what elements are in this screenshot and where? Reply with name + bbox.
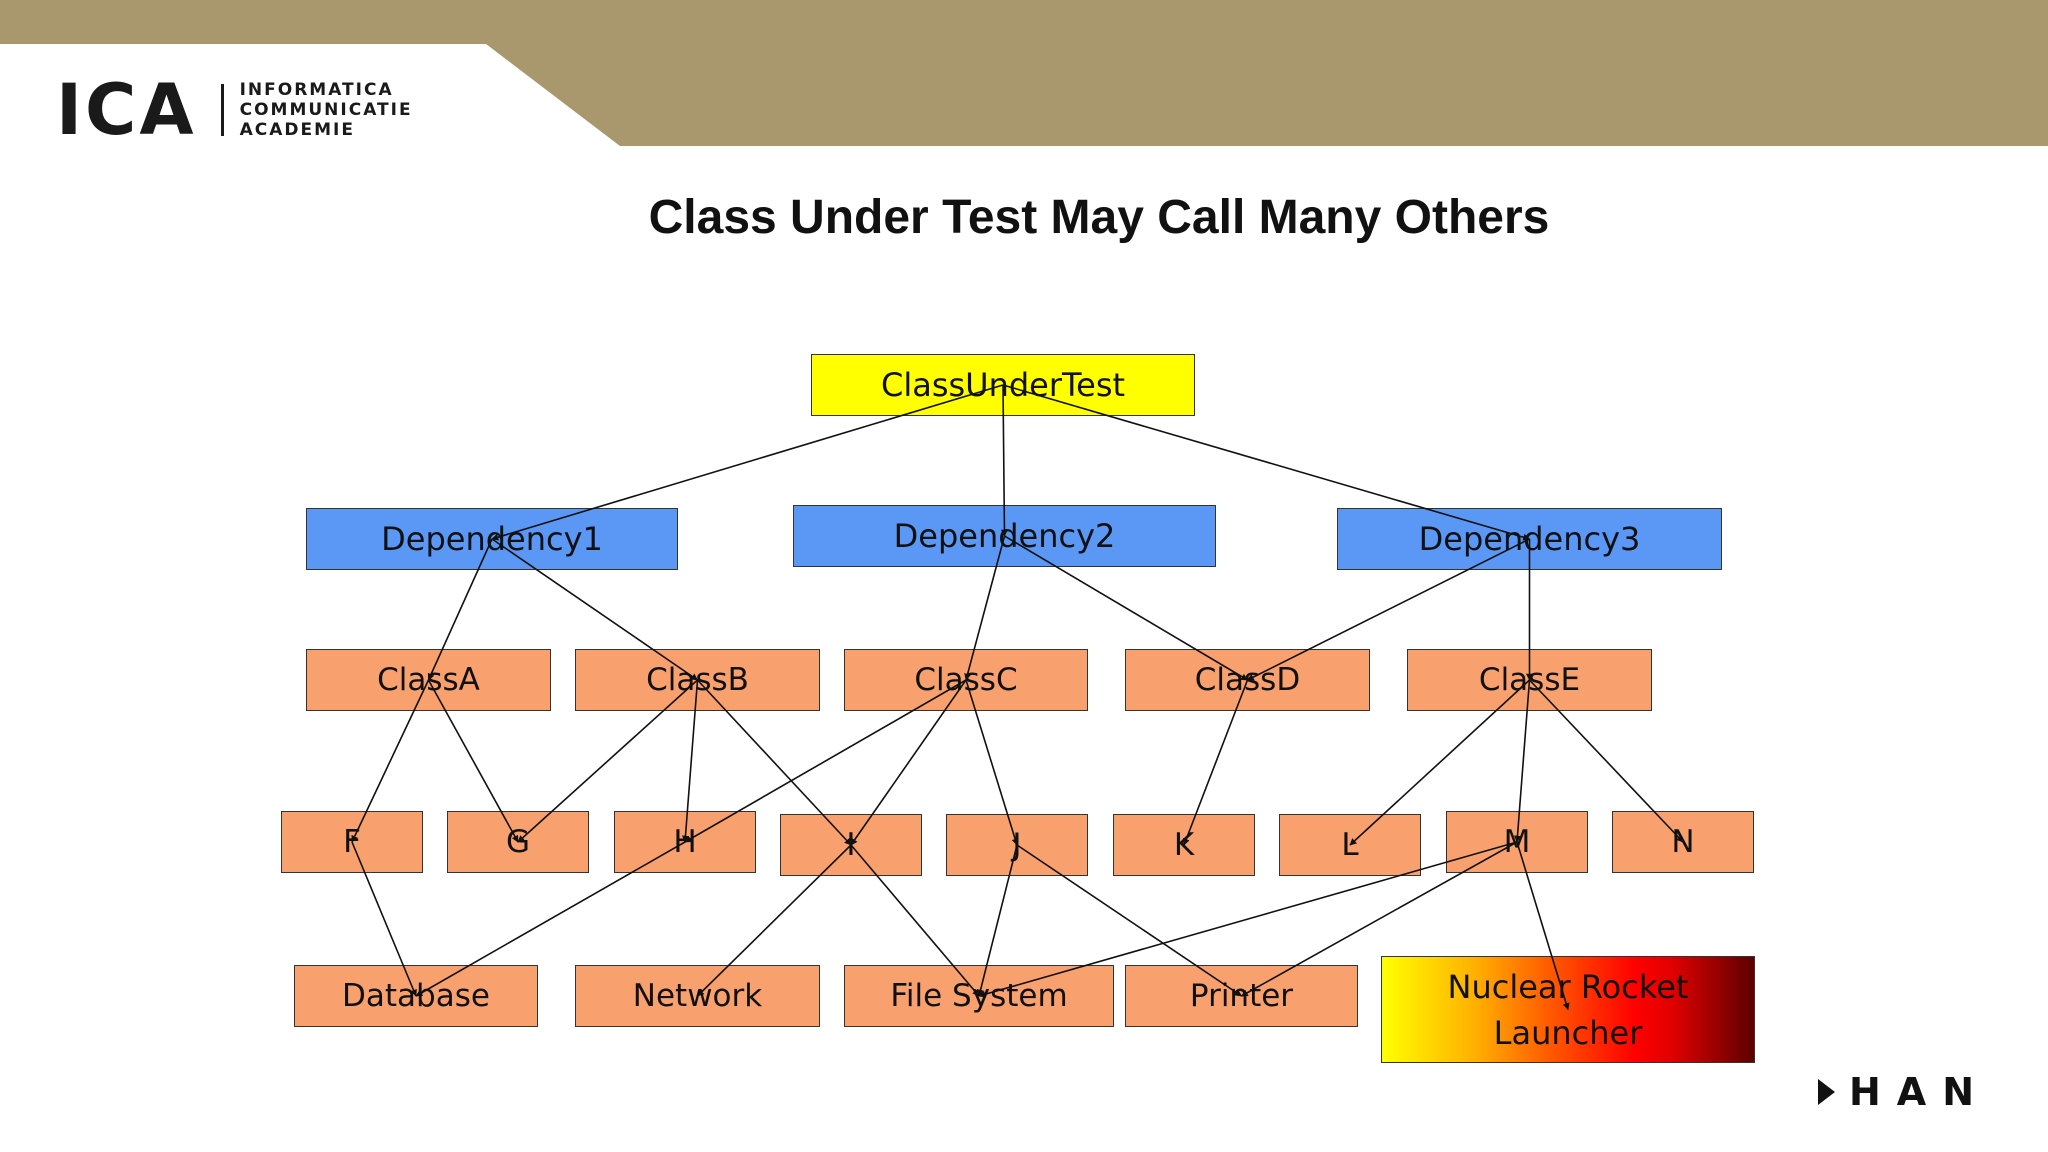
node-k: K xyxy=(1113,814,1255,876)
node-d2: Dependency2 xyxy=(793,505,1216,567)
node-n: N xyxy=(1612,811,1754,873)
han-logo: HAN xyxy=(1817,1070,1990,1114)
node-h: H xyxy=(614,811,756,873)
ica-logo-mark: ICA xyxy=(56,69,197,151)
node-g: G xyxy=(447,811,589,873)
node-nrl: Nuclear Rocket Launcher xyxy=(1381,956,1755,1063)
node-ce: ClassE xyxy=(1407,649,1652,711)
header-band xyxy=(0,0,2048,146)
node-cut: ClassUnderTest xyxy=(811,354,1195,416)
node-fs: File System xyxy=(844,965,1114,1027)
ica-logo-line-2: COMMUNICATIE xyxy=(239,100,413,120)
ica-logo-text: INFORMATICA COMMUNICATIE ACADEMIE xyxy=(240,80,413,140)
ica-logo-line-3: ACADEMIE xyxy=(239,120,355,140)
ica-logo-divider xyxy=(220,84,224,136)
node-ca: ClassA xyxy=(306,649,551,711)
node-d3: Dependency3 xyxy=(1337,508,1722,570)
ica-logo: ICA INFORMATICA COMMUNICATIE ACADEMIE xyxy=(56,74,413,146)
node-pr: Printer xyxy=(1125,965,1358,1027)
node-net: Network xyxy=(575,965,820,1027)
node-l: L xyxy=(1279,814,1421,876)
header-band-shape xyxy=(0,0,2048,146)
node-d1: Dependency1 xyxy=(306,508,678,570)
node-f: F xyxy=(281,811,423,873)
han-arrow-icon xyxy=(1817,1079,1835,1105)
node-cc: ClassC xyxy=(844,649,1088,711)
node-i: I xyxy=(780,814,922,876)
node-j: J xyxy=(946,814,1088,876)
ica-logo-line-1: INFORMATICA xyxy=(239,80,394,100)
slide-title: Class Under Test May Call Many Others xyxy=(648,191,1550,244)
node-cd: ClassD xyxy=(1125,649,1370,711)
node-cb: ClassB xyxy=(575,649,820,711)
node-m: M xyxy=(1446,811,1588,873)
han-logo-text: HAN xyxy=(1848,1070,1990,1114)
node-db: Database xyxy=(294,965,538,1027)
